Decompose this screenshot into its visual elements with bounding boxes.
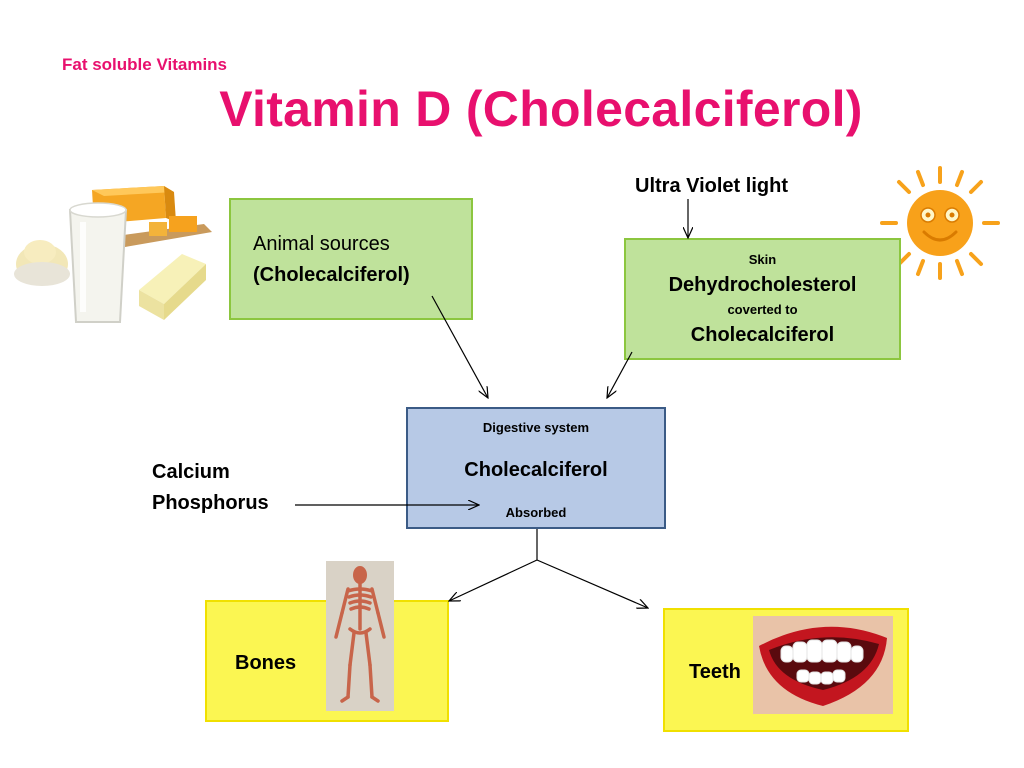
minerals-label: Calcium Phosphorus xyxy=(152,457,269,519)
digestive-compound: Cholecalciferol xyxy=(464,459,608,481)
animal-sources-box: Animal sources (Cholecalciferol) xyxy=(229,198,473,320)
arrow-to-bones xyxy=(449,559,538,601)
skin-precursor: Dehydrocholesterol xyxy=(668,274,857,296)
subtitle: Fat soluble Vitamins xyxy=(62,55,228,74)
page-title: Vitamin D (Cholecalciferol) xyxy=(219,81,863,137)
phosphorus-label: Phosphorus xyxy=(152,492,269,514)
arrow-to-teeth xyxy=(536,559,648,608)
bones-label: Bones xyxy=(235,652,297,674)
skin-label: Skin xyxy=(748,252,777,267)
dairy-picture xyxy=(14,186,212,323)
digestive-system-label: Digestive system xyxy=(482,420,590,435)
uv-light-label: Ultra Violet light xyxy=(635,175,788,197)
sun-picture xyxy=(880,166,1000,280)
animal-sources-label: Animal sources xyxy=(253,233,390,255)
mouth-picture xyxy=(753,616,893,714)
absorbed-label: Absorbed xyxy=(505,505,567,520)
skin-box: Skin Dehydrocholesterol coverted to Chol… xyxy=(624,238,901,360)
skin-conversion-label: coverted to xyxy=(727,302,798,317)
teeth-label: Teeth xyxy=(689,661,741,683)
arrow-animal-to-digestive xyxy=(431,295,488,398)
animal-sources-compound: (Cholecalciferol) xyxy=(253,264,410,286)
digestive-system-box: Digestive system Cholecalciferol Absorbe… xyxy=(406,407,666,529)
arrow-skin-to-digestive xyxy=(607,351,633,398)
skin-product: Cholecalciferol xyxy=(690,324,835,346)
skeleton-picture xyxy=(326,561,394,711)
calcium-label: Calcium xyxy=(152,461,230,483)
